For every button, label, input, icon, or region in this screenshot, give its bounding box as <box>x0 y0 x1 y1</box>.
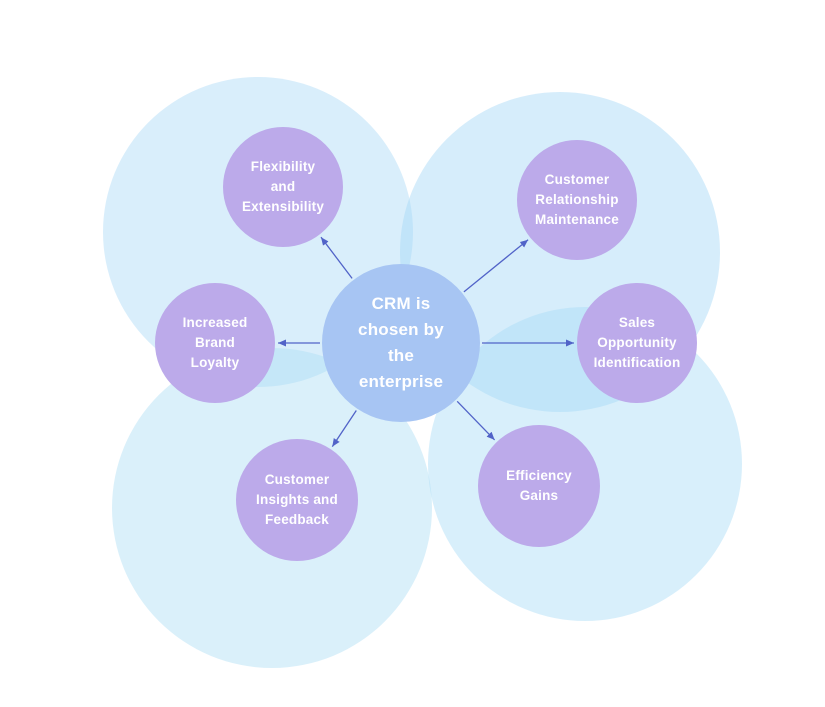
node-customer-relationship-maintenance[interactable]: Customer Relationship Maintenance <box>517 140 637 260</box>
node-label: Flexibility and Extensibility <box>241 159 325 214</box>
node-label: Customer Insights and Feedback <box>256 472 338 527</box>
connector-arrows <box>278 236 574 447</box>
node-label: Efficiency Gains <box>506 468 572 503</box>
center-node-crm[interactable]: CRM is chosen by the enterprise <box>322 264 480 422</box>
node-sales-opportunity-identification[interactable]: Sales Opportunity Identification <box>577 283 697 403</box>
node-increased-brand-loyalty[interactable]: Increased Brand Loyalty <box>155 283 275 403</box>
node-label: Increased Brand Loyalty <box>182 315 248 370</box>
node-label: Customer Relationship Maintenance <box>535 172 619 227</box>
node-flexibility-extensibility[interactable]: Flexibility and Extensibility <box>223 127 343 247</box>
connector-center-to-efficiency-gains <box>456 400 496 441</box>
center-node-label: CRM is chosen by the enterprise <box>358 294 444 391</box>
node-customer-insights-feedback[interactable]: Customer Insights and Feedback <box>236 439 358 561</box>
connector-center-to-flexibility-extensibility <box>320 236 353 279</box>
node-label: Sales Opportunity Identification <box>593 315 681 370</box>
connector-center-to-customer-relationship-maintenance <box>463 239 529 293</box>
node-efficiency-gains[interactable]: Efficiency Gains <box>478 425 600 547</box>
connector-center-to-customer-insights-feedback <box>331 410 357 447</box>
